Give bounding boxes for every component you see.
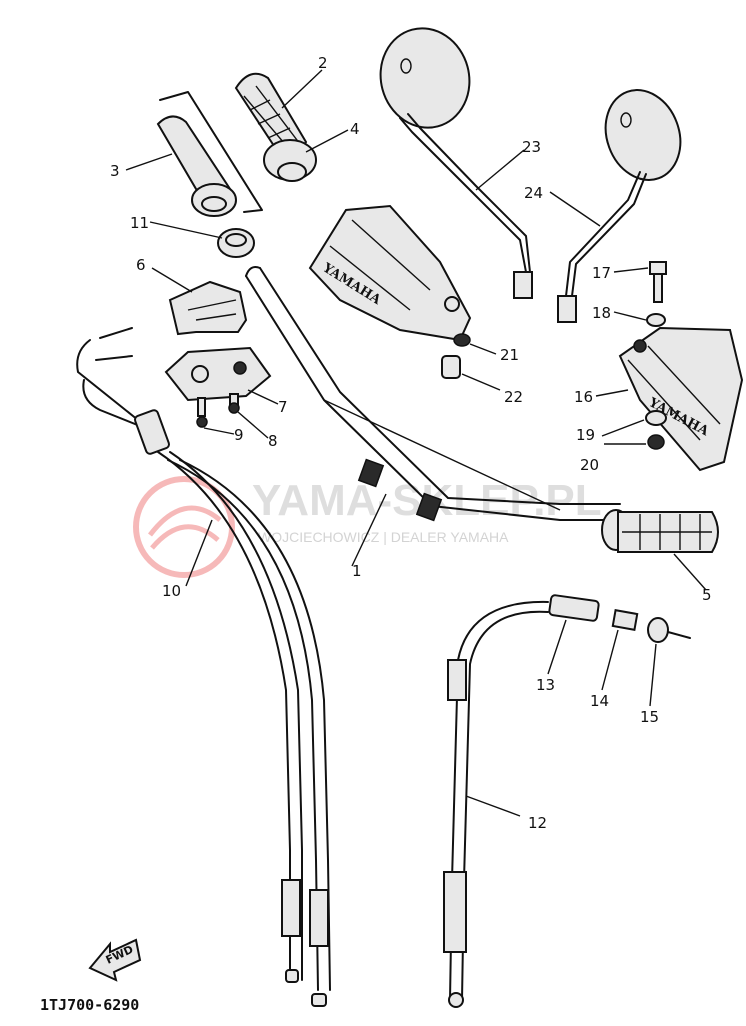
- spacer-21: [453, 333, 471, 347]
- handguard-right: YAMAHA: [618, 326, 744, 472]
- collar: [217, 228, 255, 258]
- callouts: 1 2 3 4 5 6 7 8 9 10 11 12 13 14 15 16 1…: [110, 54, 712, 832]
- watermark-subtitle: WOJCIECHOWICZ | DEALER YAMAHA: [258, 529, 509, 545]
- watermark-logo: [133, 476, 235, 578]
- washer-19: [645, 410, 667, 426]
- callout-24: 24: [524, 184, 543, 202]
- callout-22: 22: [504, 388, 523, 406]
- callout-21: 21: [500, 346, 519, 364]
- callout-17: 17: [592, 264, 611, 282]
- cable-adjuster-13: [548, 594, 600, 622]
- leader-lines: [125, 69, 707, 817]
- grip-left: [234, 72, 317, 182]
- callout-9: 9: [234, 426, 244, 444]
- callout-2: 2: [318, 54, 328, 72]
- throttle-cables: [76, 327, 331, 1007]
- callout-5: 5: [702, 586, 712, 604]
- handlebar: [245, 266, 621, 522]
- callout-10: 10: [162, 582, 181, 600]
- spacer-22: [441, 355, 461, 379]
- forward-arrow-icon: FWD: [88, 938, 142, 982]
- cable-end-15: [647, 617, 691, 643]
- bolt-17: [649, 261, 667, 303]
- washer-18: [646, 313, 666, 327]
- screw-9: [196, 397, 208, 428]
- callout-15: 15: [640, 708, 659, 726]
- callout-1: 1: [352, 562, 362, 580]
- nut-20: [647, 434, 665, 450]
- mirror-left: [379, 27, 533, 299]
- callout-16: 16: [574, 388, 593, 406]
- callout-12: 12: [528, 814, 547, 832]
- callout-14: 14: [590, 692, 609, 710]
- callout-6: 6: [136, 256, 146, 274]
- throttle-tube: [156, 91, 263, 217]
- callout-7: 7: [278, 398, 288, 416]
- callout-4: 4: [350, 120, 360, 138]
- clutch-cable: [443, 600, 549, 1008]
- handguard-left: YAMAHA: [308, 204, 472, 342]
- screw-8: [228, 393, 240, 414]
- locknut-14: [611, 609, 639, 631]
- throttle-housing-upper: [168, 280, 248, 336]
- throttle-housing-lower: [164, 346, 272, 402]
- mirror-right: [557, 89, 682, 323]
- callout-20: 20: [580, 456, 599, 474]
- callout-3: 3: [110, 162, 120, 180]
- callout-13: 13: [536, 676, 555, 694]
- callout-23: 23: [522, 138, 541, 156]
- callout-8: 8: [268, 432, 278, 450]
- drawing-code: 1TJ700-6290: [40, 996, 139, 1014]
- callout-11: 11: [130, 214, 149, 232]
- callout-19: 19: [576, 426, 595, 444]
- callout-18: 18: [592, 304, 611, 322]
- grip-right: [601, 509, 719, 553]
